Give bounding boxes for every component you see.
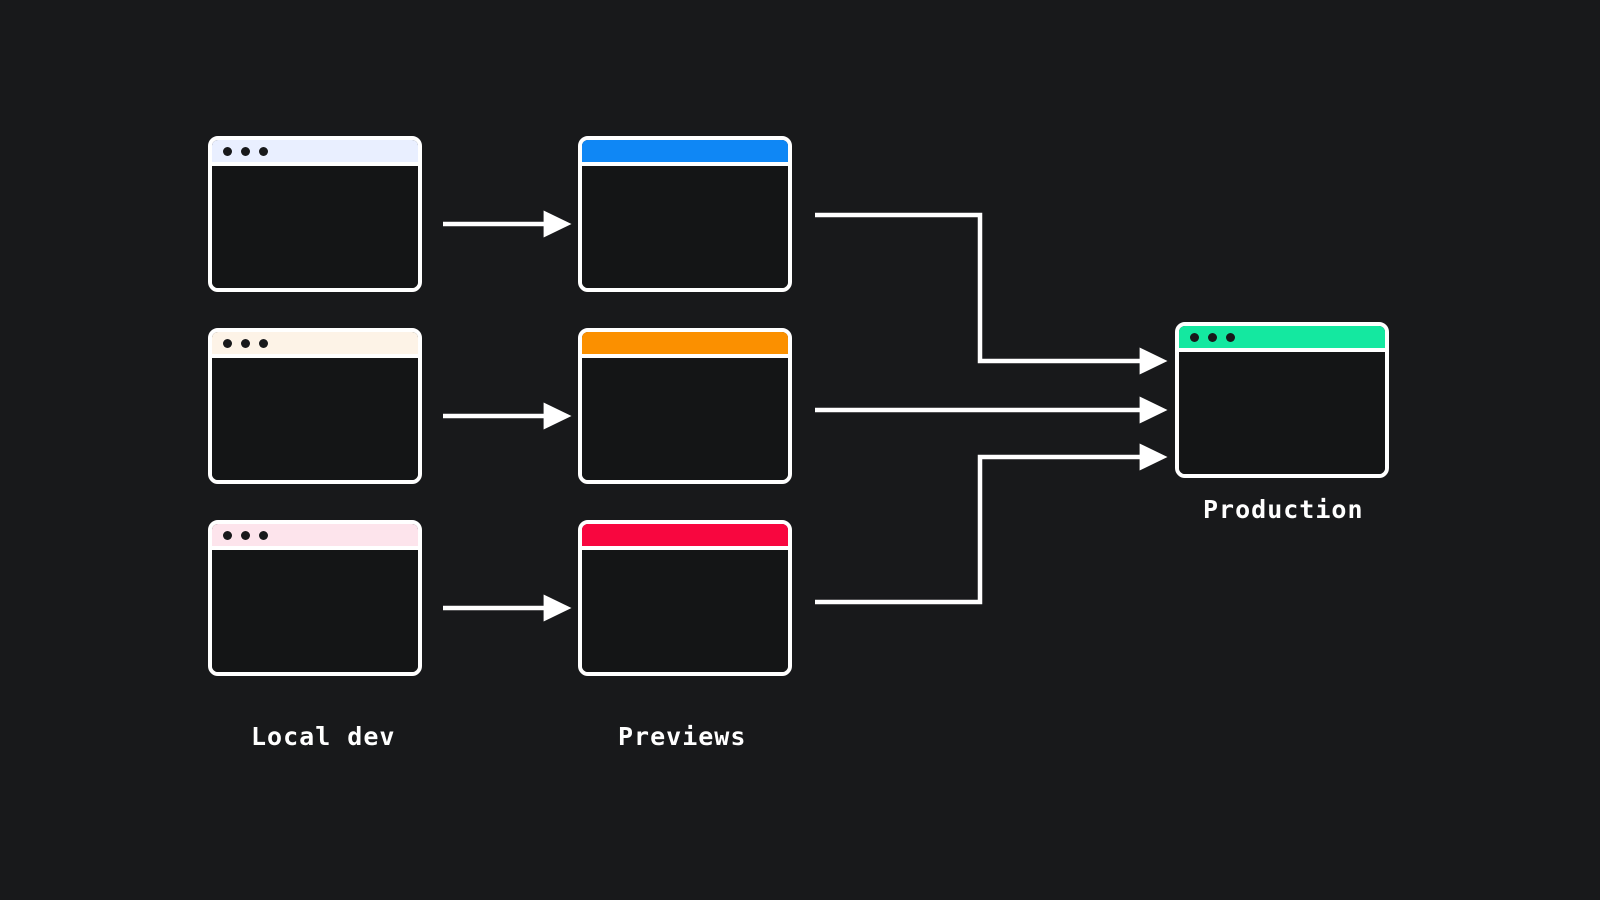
caption-local: Local dev [251, 722, 396, 751]
traffic-light-minimize-icon[interactable] [1208, 332, 1217, 342]
preview-window-crimson[interactable] [578, 520, 792, 676]
preview-window-crimson-titlebar [582, 524, 788, 550]
preview-window-orange-titlebar [582, 332, 788, 358]
production-window-content [1179, 352, 1385, 474]
local-dev-window-3-titlebar [212, 524, 418, 550]
local-dev-window-2[interactable] [208, 328, 422, 484]
local-dev-window-3-content [212, 550, 418, 672]
arrow-preview1-to-production [815, 212, 1168, 375]
traffic-light-close-icon[interactable] [1190, 332, 1199, 342]
traffic-light-maximize-icon[interactable] [259, 338, 268, 348]
preview-window-blue-titlebar [582, 140, 788, 166]
traffic-light-close-icon[interactable] [223, 146, 232, 156]
local-dev-window-1-titlebar [212, 140, 418, 166]
local-dev-window-2-content [212, 358, 418, 480]
traffic-light-minimize-icon[interactable] [241, 530, 250, 540]
preview-window-orange-content [582, 358, 788, 480]
local-dev-window-1-content [212, 166, 418, 288]
caption-previews: Previews [618, 722, 747, 751]
local-dev-window-1[interactable] [208, 136, 422, 292]
arrow-preview3-to-production [815, 443, 1168, 605]
preview-window-blue[interactable] [578, 136, 792, 292]
preview-window-crimson-content [582, 550, 788, 672]
traffic-light-maximize-icon[interactable] [1226, 332, 1235, 342]
traffic-light-close-icon[interactable] [223, 530, 232, 540]
traffic-light-maximize-icon[interactable] [259, 530, 268, 540]
preview-window-blue-content [582, 166, 788, 288]
local-dev-window-2-titlebar [212, 332, 418, 358]
production-window-titlebar [1179, 326, 1385, 352]
local-dev-window-3[interactable] [208, 520, 422, 676]
production-window[interactable] [1175, 322, 1389, 478]
preview-window-orange[interactable] [578, 328, 792, 484]
traffic-light-minimize-icon[interactable] [241, 338, 250, 348]
traffic-light-close-icon[interactable] [223, 338, 232, 348]
traffic-light-minimize-icon[interactable] [241, 146, 250, 156]
caption-production: Production [1203, 495, 1364, 524]
traffic-light-maximize-icon[interactable] [259, 146, 268, 156]
